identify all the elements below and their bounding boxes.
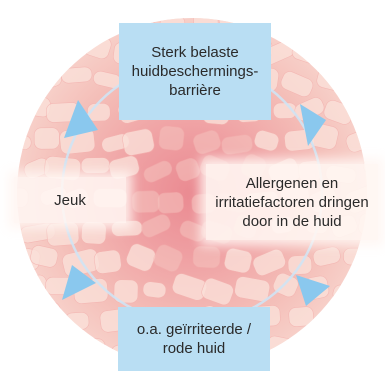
skin-cell: [14, 273, 49, 299]
node-irritated-skin: o.a. geïrriteerde / rode huid: [118, 307, 270, 371]
skin-cell: [48, 339, 76, 363]
node-irritated-skin-text: o.a. geïrriteerde / rode huid: [137, 320, 251, 358]
skin-cell: [34, 128, 59, 149]
skin-cell: [96, 12, 120, 32]
skin-cell: [341, 301, 381, 334]
skin-cell: [93, 249, 122, 274]
skin-cell: [61, 66, 93, 83]
node-allergens-penetrate: Allergenen en irritatiefactoren dringen …: [206, 164, 378, 240]
skin-cell: [62, 15, 93, 30]
skin-cell: [297, 329, 336, 361]
skin-cell: [46, 222, 79, 247]
node-allergens-penetrate-text: Allergenen en irritatiefactoren dringen …: [215, 174, 368, 231]
skin-cell: [2, 62, 33, 89]
skin-cell: [132, 191, 160, 213]
skin-cell: [52, 38, 83, 61]
skin-cell: [318, 13, 343, 30]
skin-cell: [81, 157, 110, 173]
skin-cell: [343, 66, 383, 96]
skin-cell: [157, 192, 184, 214]
skin-cell: [23, 38, 52, 58]
skin-cell: [193, 246, 221, 268]
skin-cell: [1, 310, 35, 331]
skin-cell: [80, 337, 106, 357]
skin-cell: [326, 42, 354, 64]
skin-cell: [0, 135, 31, 150]
node-itch: Jeuk: [14, 177, 126, 223]
skin-cell: [158, 125, 184, 151]
skin-cell: [287, 9, 314, 31]
node-barrier-stressed-text: Sterk belaste huidbeschermings- barrière: [132, 43, 259, 100]
skin-cell: [355, 345, 385, 365]
skin-cell: [355, 96, 385, 122]
skin-cell: [31, 4, 67, 27]
skin-cell: [81, 221, 107, 244]
skin-cell: [65, 312, 90, 331]
skin-cell: [6, 12, 30, 30]
node-barrier-stressed: Sterk belaste huidbeschermings- barrière: [119, 23, 271, 120]
skin-cell: [288, 306, 314, 327]
skin-cell: [343, 248, 367, 265]
skin-cell: [323, 338, 356, 353]
skin-cell: [19, 339, 50, 369]
skin-cell: [350, 35, 385, 67]
skin-cell: [351, 271, 385, 301]
node-itch-text: Jeuk: [54, 191, 86, 210]
skin-cell: [340, 3, 370, 27]
